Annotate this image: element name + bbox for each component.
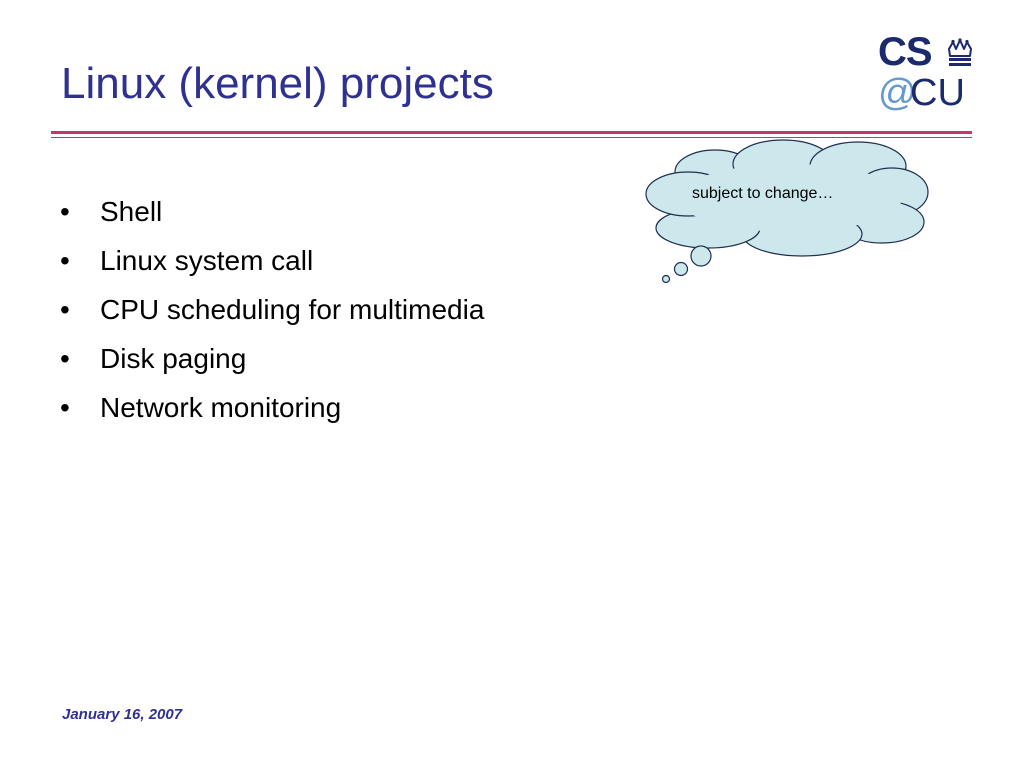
thought-cloud-callout: subject to change… [640, 134, 940, 286]
bullet-text: Shell [100, 196, 163, 227]
bullet-dot: • [60, 294, 70, 325]
cloud-shape [645, 139, 929, 284]
logo-cs-text: CS [878, 30, 933, 74]
cs-at-cu-logo: CS @ CU [876, 30, 976, 114]
footer-date: January 16, 2007 [62, 706, 183, 723]
bullet-list: • Shell • Linux system call • CPU schedulin… [60, 187, 484, 432]
bullet-text: Linux system call [100, 245, 314, 276]
bullet-item: • CPU scheduling for multimedia [60, 285, 484, 334]
slide-title: Linux (kernel) projects [61, 59, 494, 108]
bullet-item: • Network monitoring [60, 383, 484, 432]
bullet-dot: • [60, 245, 70, 276]
bullet-dot: • [60, 196, 70, 227]
bullet-item: • Disk paging [60, 334, 484, 383]
title-rule-thin [51, 137, 972, 138]
logo-at-text: @ [878, 72, 917, 114]
bullet-text: Disk paging [100, 343, 247, 374]
title-rule [51, 131, 972, 134]
bullet-text: Network monitoring [100, 392, 342, 423]
logo-cu-text: CU [910, 72, 965, 114]
callout-text: subject to change… [692, 185, 834, 202]
bullet-item: • Linux system call [60, 236, 484, 285]
crown-icon [948, 38, 972, 66]
bullet-dot: • [60, 343, 70, 374]
bullet-dot: • [60, 392, 70, 423]
bullet-item: • Shell [60, 187, 484, 236]
bullet-text: CPU scheduling for multimedia [100, 294, 485, 325]
